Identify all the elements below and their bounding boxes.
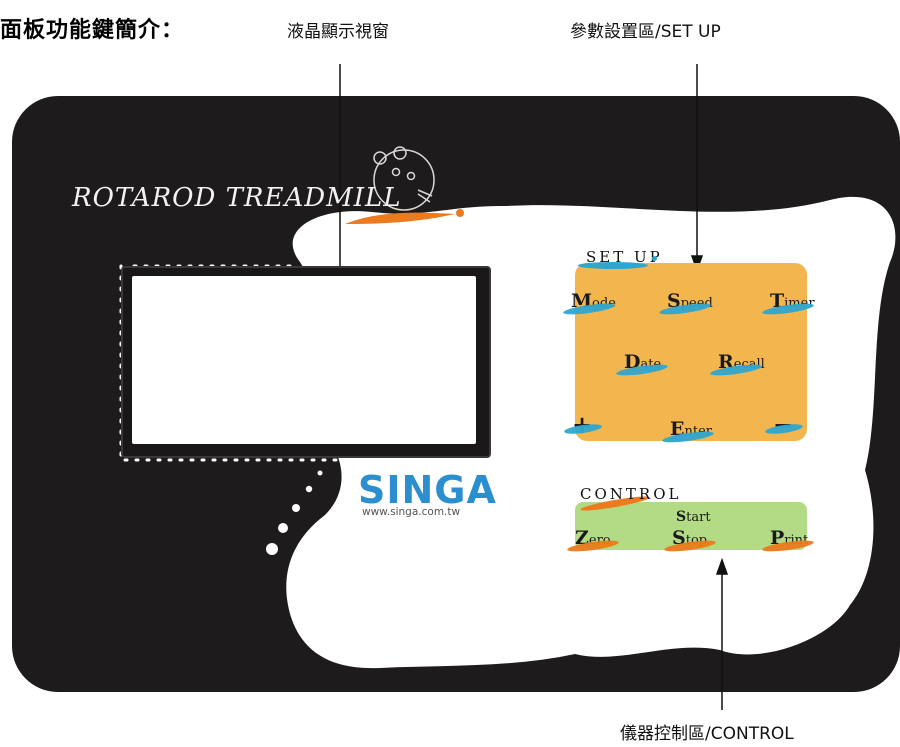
singa-logo: SINGA [358, 468, 497, 512]
decorative-dots [266, 470, 323, 555]
start-button[interactable]: Start [676, 509, 711, 525]
callout-control-label: 儀器控制區/CONTROL [620, 724, 794, 744]
callout-lcd-label: 液晶顯示視窗 [287, 22, 389, 42]
date-button[interactable]: Date [615, 351, 669, 378]
control-title: CONTROL [580, 485, 682, 503]
zero-button[interactable]: Zero [566, 527, 620, 554]
setup-title-dot [652, 256, 657, 261]
mouse-mascot-icon [373, 146, 435, 211]
setup-area [575, 263, 807, 441]
recall-button[interactable]: Recall [709, 351, 765, 378]
product-title: ROTAROD TREADMILL [72, 183, 402, 213]
print-button[interactable]: Print [761, 527, 815, 554]
start-button-initial: S [676, 509, 687, 525]
lcd-display-window [132, 276, 476, 444]
setup-title-swoosh [578, 262, 648, 269]
minus-button[interactable]: − [764, 410, 804, 439]
speed-button[interactable]: Speed [658, 290, 713, 317]
page-heading: 面板功能鍵簡介： [0, 18, 185, 43]
enter-button[interactable]: Enter [661, 418, 715, 445]
plus-button[interactable]: + [563, 410, 603, 439]
setup-title: SET UP [586, 248, 663, 266]
title-swoosh [345, 212, 455, 224]
callout-setup-label: 參數設置區/SET UP [570, 22, 721, 42]
stop-button[interactable]: Stop [663, 527, 717, 554]
mode-button[interactable]: Mode [562, 290, 616, 317]
timer-button[interactable]: Timer [761, 290, 815, 317]
singa-url: www.singa.com.tw [362, 506, 461, 518]
start-button-label: tart [686, 510, 711, 525]
